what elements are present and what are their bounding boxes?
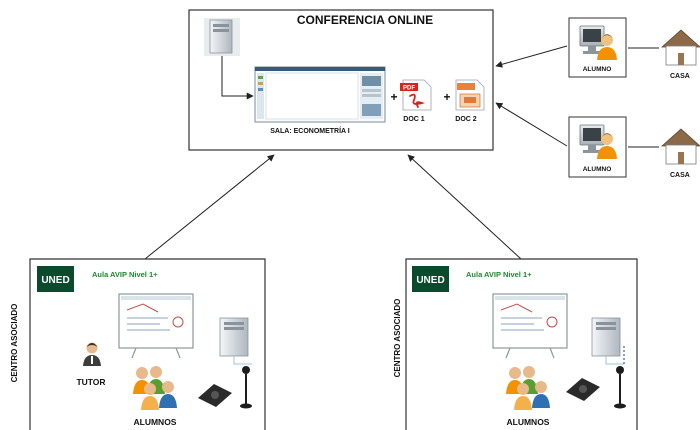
conference-phone-icon [198, 384, 232, 407]
center-2-to-conference-arrow [407, 154, 522, 260]
house-icon [660, 128, 700, 165]
microphone-icon [240, 366, 252, 409]
classroom-computer-icon [219, 317, 252, 365]
plus-sign-2: + [443, 90, 450, 104]
room-label: SALA: ECONOMETRÍA I [270, 126, 350, 135]
student-2-to-conference-arrow [495, 102, 568, 147]
remote-student-1: ALUMNO [568, 17, 627, 78]
student-1-to-conference-arrow [495, 45, 568, 68]
uned-logo-text: UNED [41, 275, 69, 286]
classroom-computer-icon [591, 317, 625, 365]
uned-logo-text: UNED [416, 275, 444, 286]
associated-center-1: CENTRO ASOCIADO UNED Aula AVIP Nivel 1+ [10, 258, 266, 430]
home-1-label: CASA [670, 73, 690, 80]
students-group-icon [133, 366, 177, 410]
remote-student-1-label: ALUMNO [583, 66, 612, 73]
tutor-label: TUTOR [76, 377, 105, 387]
center-2-side-label: CENTRO ASOCIADO [393, 299, 402, 378]
remote-student-2-label: ALUMNO [583, 166, 612, 173]
students-label: ALUMNOS [507, 417, 550, 427]
student-computer-icon [579, 25, 605, 54]
presentation-document-icon [455, 79, 485, 111]
remote-student-2: ALUMNO [568, 116, 627, 178]
home-2: CASA [660, 128, 700, 179]
server-to-room-connector [221, 56, 254, 100]
center-2-classroom-title: Aula AVIP Nivel 1+ [466, 270, 532, 279]
students-group-icon [506, 366, 550, 410]
tutor-person-icon [83, 342, 101, 366]
conference-phone-icon [566, 378, 600, 401]
house-icon [660, 29, 700, 66]
uned-logo: UNED [412, 266, 449, 292]
interactive-whiteboard-icon [118, 293, 194, 359]
virtual-room-screenshot [254, 66, 386, 123]
conference-title: CONFERENCIA ONLINE [297, 13, 433, 27]
interactive-whiteboard-icon [492, 293, 568, 359]
associated-center-2: CENTRO ASOCIADO UNED Aula AVIP Nivel 1+ [393, 258, 638, 430]
server-tower-icon [204, 18, 240, 56]
plus-sign: + [390, 90, 397, 104]
conference-box: CONFERENCIA ONLINE SALA: ECONOMETRÍA I [188, 9, 494, 151]
home-1: CASA [660, 29, 700, 80]
doc1-label: DOC 1 [403, 116, 425, 123]
pdf-icon-text: PDF [403, 86, 415, 92]
doc2-label: DOC 2 [455, 116, 477, 123]
pdf-document-icon: PDF [400, 79, 432, 111]
uned-logo: UNED [37, 266, 74, 292]
microphone-icon [614, 366, 626, 409]
students-label: ALUMNOS [134, 417, 177, 427]
student-person-icon [597, 133, 617, 159]
student-person-icon [597, 34, 617, 60]
center-1-classroom-title: Aula AVIP Nivel 1+ [92, 270, 158, 279]
center-1-to-conference-arrow [144, 154, 275, 260]
home-2-label: CASA [670, 172, 690, 179]
center-1-side-label: CENTRO ASOCIADO [10, 304, 19, 383]
